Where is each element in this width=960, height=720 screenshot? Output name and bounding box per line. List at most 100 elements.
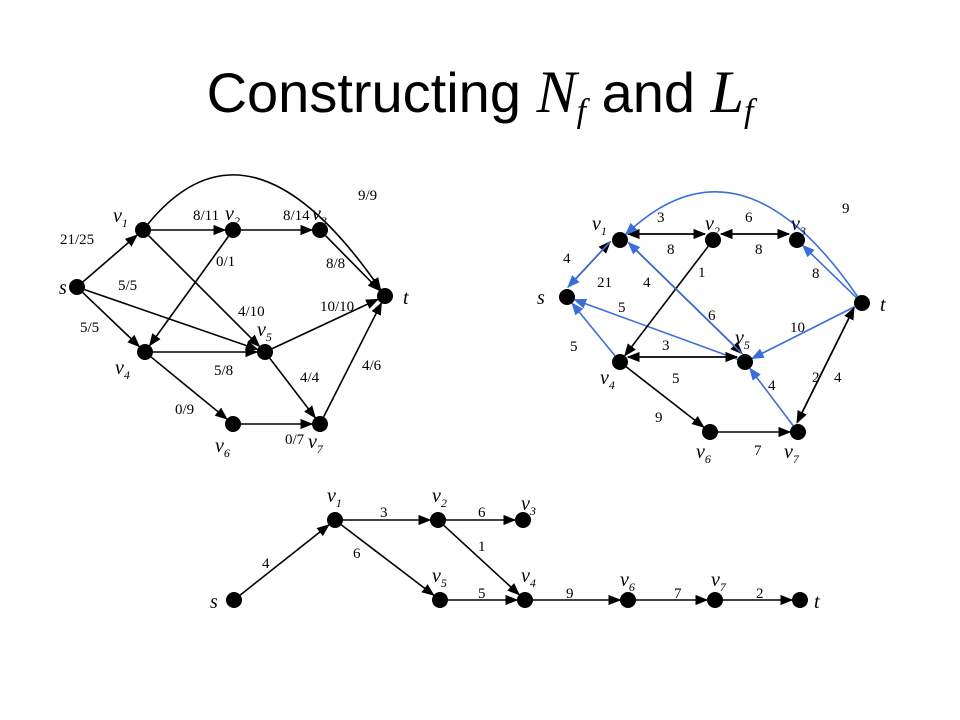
- flow-edge-v7-t: [322, 301, 383, 418]
- layered-node-label-v3: v3: [521, 493, 536, 518]
- residual-node-label-v4: v4: [600, 367, 615, 392]
- layered-node-label-v2: v2: [432, 485, 447, 510]
- layered-node-label-v7: v7: [711, 569, 727, 594]
- residual-edge-label-v2-v4: 1: [698, 265, 706, 281]
- flow-node-v7: [312, 416, 328, 432]
- residual-edge-label-v4-v5: 3: [662, 338, 670, 354]
- layered-edge-label-v7-t: 2: [756, 586, 764, 602]
- layered-node-v3: [515, 512, 531, 528]
- flow-edge-s-v5: [84, 288, 259, 351]
- flow-node-label-v7: v7: [308, 431, 324, 456]
- residual-edge-label-v5-v4: 5: [672, 371, 680, 387]
- residual-edge-label-v2-v1: 8: [667, 242, 675, 258]
- residual-edge-label-v7-t: 2: [812, 370, 820, 386]
- flow-edge-label-v4-v5: 5/8: [214, 363, 233, 379]
- residual-node-v5: [737, 354, 753, 370]
- layered-node-v5: [432, 592, 448, 608]
- flow-node-label-v6: v6: [215, 435, 230, 460]
- residual-edge-label-v4-s: 5: [570, 339, 578, 355]
- residual-edge-label-t-v5: 10: [790, 320, 805, 336]
- flow-edge-label-v2-v4: 0/1: [216, 254, 235, 270]
- title-l-sub: f: [743, 93, 754, 130]
- flow-node-label-s: s: [59, 277, 67, 299]
- residual-node-label-s: s: [537, 287, 545, 309]
- residual-edge-label-v7-v5: 4: [768, 378, 776, 394]
- layered-edge-label-v2-v3: 6: [478, 505, 486, 521]
- residual-edge-label-t-v3: 8: [812, 266, 820, 282]
- residual-edge-label-v5-v1: 4: [643, 275, 651, 291]
- flow-edge-label-v5-v7: 4/4: [300, 370, 320, 386]
- residual-edge-v4-s: [571, 302, 616, 357]
- flow-node-label-v5: v5: [257, 319, 272, 344]
- flow-node-s: [69, 279, 85, 295]
- residual-edge-v1-s: [567, 241, 611, 288]
- slide-title: Constructing Nf and Lf: [0, 58, 960, 131]
- flow-edge-s-v4: [82, 291, 141, 348]
- flow-edge-label-v3-t: 8/8: [326, 256, 345, 272]
- residual-node-v6: [702, 424, 718, 440]
- flow-edge-v1-t: [147, 174, 382, 291]
- flow-edge-v5-t: [271, 298, 379, 350]
- layered-edge-label-s-v1: 4: [262, 556, 270, 572]
- flow-edge-label-v6-v7: 0/7: [285, 432, 305, 448]
- layered-node-label-v1: v1: [327, 485, 342, 510]
- residual-node-v7: [790, 424, 806, 440]
- residual-edge-label-v6-v7: 7: [754, 443, 762, 459]
- residual-node-label-v6: v6: [696, 441, 711, 466]
- title-l: L: [710, 59, 744, 125]
- flow-node-v2: [225, 222, 241, 238]
- flow-edge-label-v7-t: 4/6: [362, 358, 382, 374]
- flow-edge-label-v1-v5: 4/10: [238, 304, 265, 320]
- flow-edge-label-s-v4: 5/5: [80, 320, 99, 336]
- flow-edge-s-v1: [82, 234, 138, 283]
- residual-node-v4: [612, 354, 628, 370]
- residual-node-label-v3: v3: [791, 213, 806, 238]
- title-mid: and: [586, 61, 711, 124]
- residual-edge-v5-v1: [627, 241, 743, 355]
- title-prefix: Constructing: [206, 61, 537, 124]
- layered-edge-label-v1-v5: 6: [353, 546, 361, 562]
- flow-node-label-v2: v2: [225, 203, 240, 228]
- residual-node-label-v7: v7: [784, 441, 800, 466]
- flow-node-label-t: t: [403, 287, 409, 309]
- layered-node-label-v5: v5: [432, 565, 447, 590]
- layered-node-v7: [707, 592, 723, 608]
- flow-edge-v2-v4: [148, 236, 229, 347]
- flow-edge-v4-v6: [150, 356, 228, 420]
- residual-node-v2: [705, 232, 721, 248]
- layered-node-v6: [620, 592, 636, 608]
- title-n: N: [536, 59, 577, 125]
- layered-node-t: [792, 592, 808, 608]
- residual-edge-label-v1-v2: 3: [657, 210, 665, 226]
- flow-edge-label-s-v1: 21/25: [60, 232, 94, 248]
- residual-node-s: [559, 289, 575, 305]
- residual-node-v3: [789, 232, 805, 248]
- flow-edge-label-v1-v2: 8/11: [193, 208, 219, 224]
- flow-edge-label-v4-v6: 0/9: [175, 402, 194, 418]
- flow-node-label-v3: v3: [312, 203, 327, 228]
- residual-edge-v2-v4: [624, 245, 709, 357]
- flow-edge-v3-t: [325, 235, 381, 292]
- layered-edge-label-v6-v7: 7: [674, 586, 682, 602]
- flow-node-v5: [257, 344, 273, 360]
- layered-edge-label-v4-v6: 9: [566, 586, 574, 602]
- layered-node-label-s: s: [210, 591, 218, 613]
- layered-edge-label-v2-v4: 1: [478, 539, 486, 555]
- residual-edge-label-v3-v2: 8: [755, 242, 763, 258]
- layered-edge-v1-v5: [340, 524, 435, 596]
- residual-node-label-t: t: [880, 294, 886, 316]
- layered-node-label-v4: v4: [521, 565, 536, 590]
- residual-edge-v5-s: [573, 298, 738, 361]
- layered-node-v1: [327, 512, 343, 528]
- flow-edge-v5-v7: [269, 357, 316, 419]
- layered-node-v2: [430, 512, 446, 528]
- layered-node-label-v6: v6: [620, 569, 635, 594]
- residual-edge-label-t-v7: 4: [834, 370, 842, 386]
- flow-node-label-v1: v1: [113, 205, 128, 230]
- layered-node-label-t: t: [814, 591, 820, 613]
